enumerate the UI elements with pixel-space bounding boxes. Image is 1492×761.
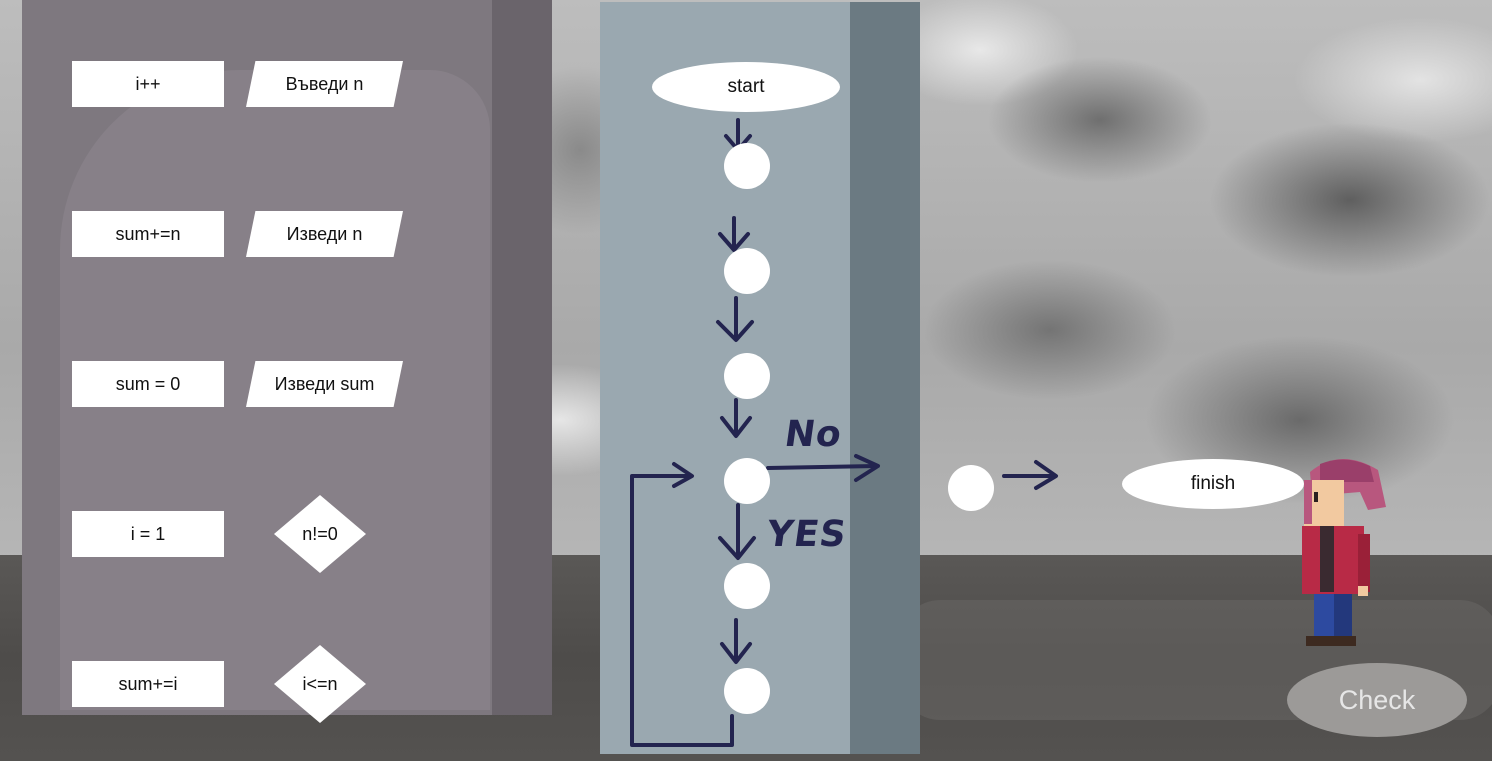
flowchart-slot-5[interactable]	[724, 563, 770, 609]
flowchart-slot-1[interactable]	[724, 143, 770, 189]
condition-label: n!=0	[302, 523, 338, 544]
flowchart-slot-2[interactable]	[724, 248, 770, 294]
no-branch-label: No	[782, 414, 845, 455]
block-i-increment[interactable]: i++	[72, 61, 224, 107]
finish-node: finish	[1122, 459, 1304, 509]
block-output-sum[interactable]: Изведи sum	[246, 361, 403, 407]
player-character	[1302, 458, 1386, 646]
condition-label: i<=n	[302, 673, 338, 694]
flowchart-slot-6[interactable]	[724, 668, 770, 714]
block-sum-add-n[interactable]: sum+=n	[72, 211, 224, 257]
block-output-n[interactable]: Изведи n	[246, 211, 403, 257]
block-sum-add-i[interactable]: sum+=i	[72, 661, 224, 707]
block-condition-n-not-zero[interactable]: n!=0	[274, 495, 366, 573]
yes-branch-label: YES	[764, 514, 850, 555]
block-input-n[interactable]: Въведи n	[246, 61, 403, 107]
flowchart-slot-3[interactable]	[724, 353, 770, 399]
check-button[interactable]: Check	[1287, 663, 1467, 737]
flowchart-slot-7-no-branch[interactable]	[948, 465, 994, 511]
middle-stone-pillar-side	[850, 2, 920, 754]
block-condition-i-le-n[interactable]: i<=n	[274, 645, 366, 723]
block-i-init[interactable]: i = 1	[72, 511, 224, 557]
flowchart-slot-4-decision[interactable]	[724, 458, 770, 504]
block-sum-init[interactable]: sum = 0	[72, 361, 224, 407]
start-node: start	[652, 62, 840, 112]
